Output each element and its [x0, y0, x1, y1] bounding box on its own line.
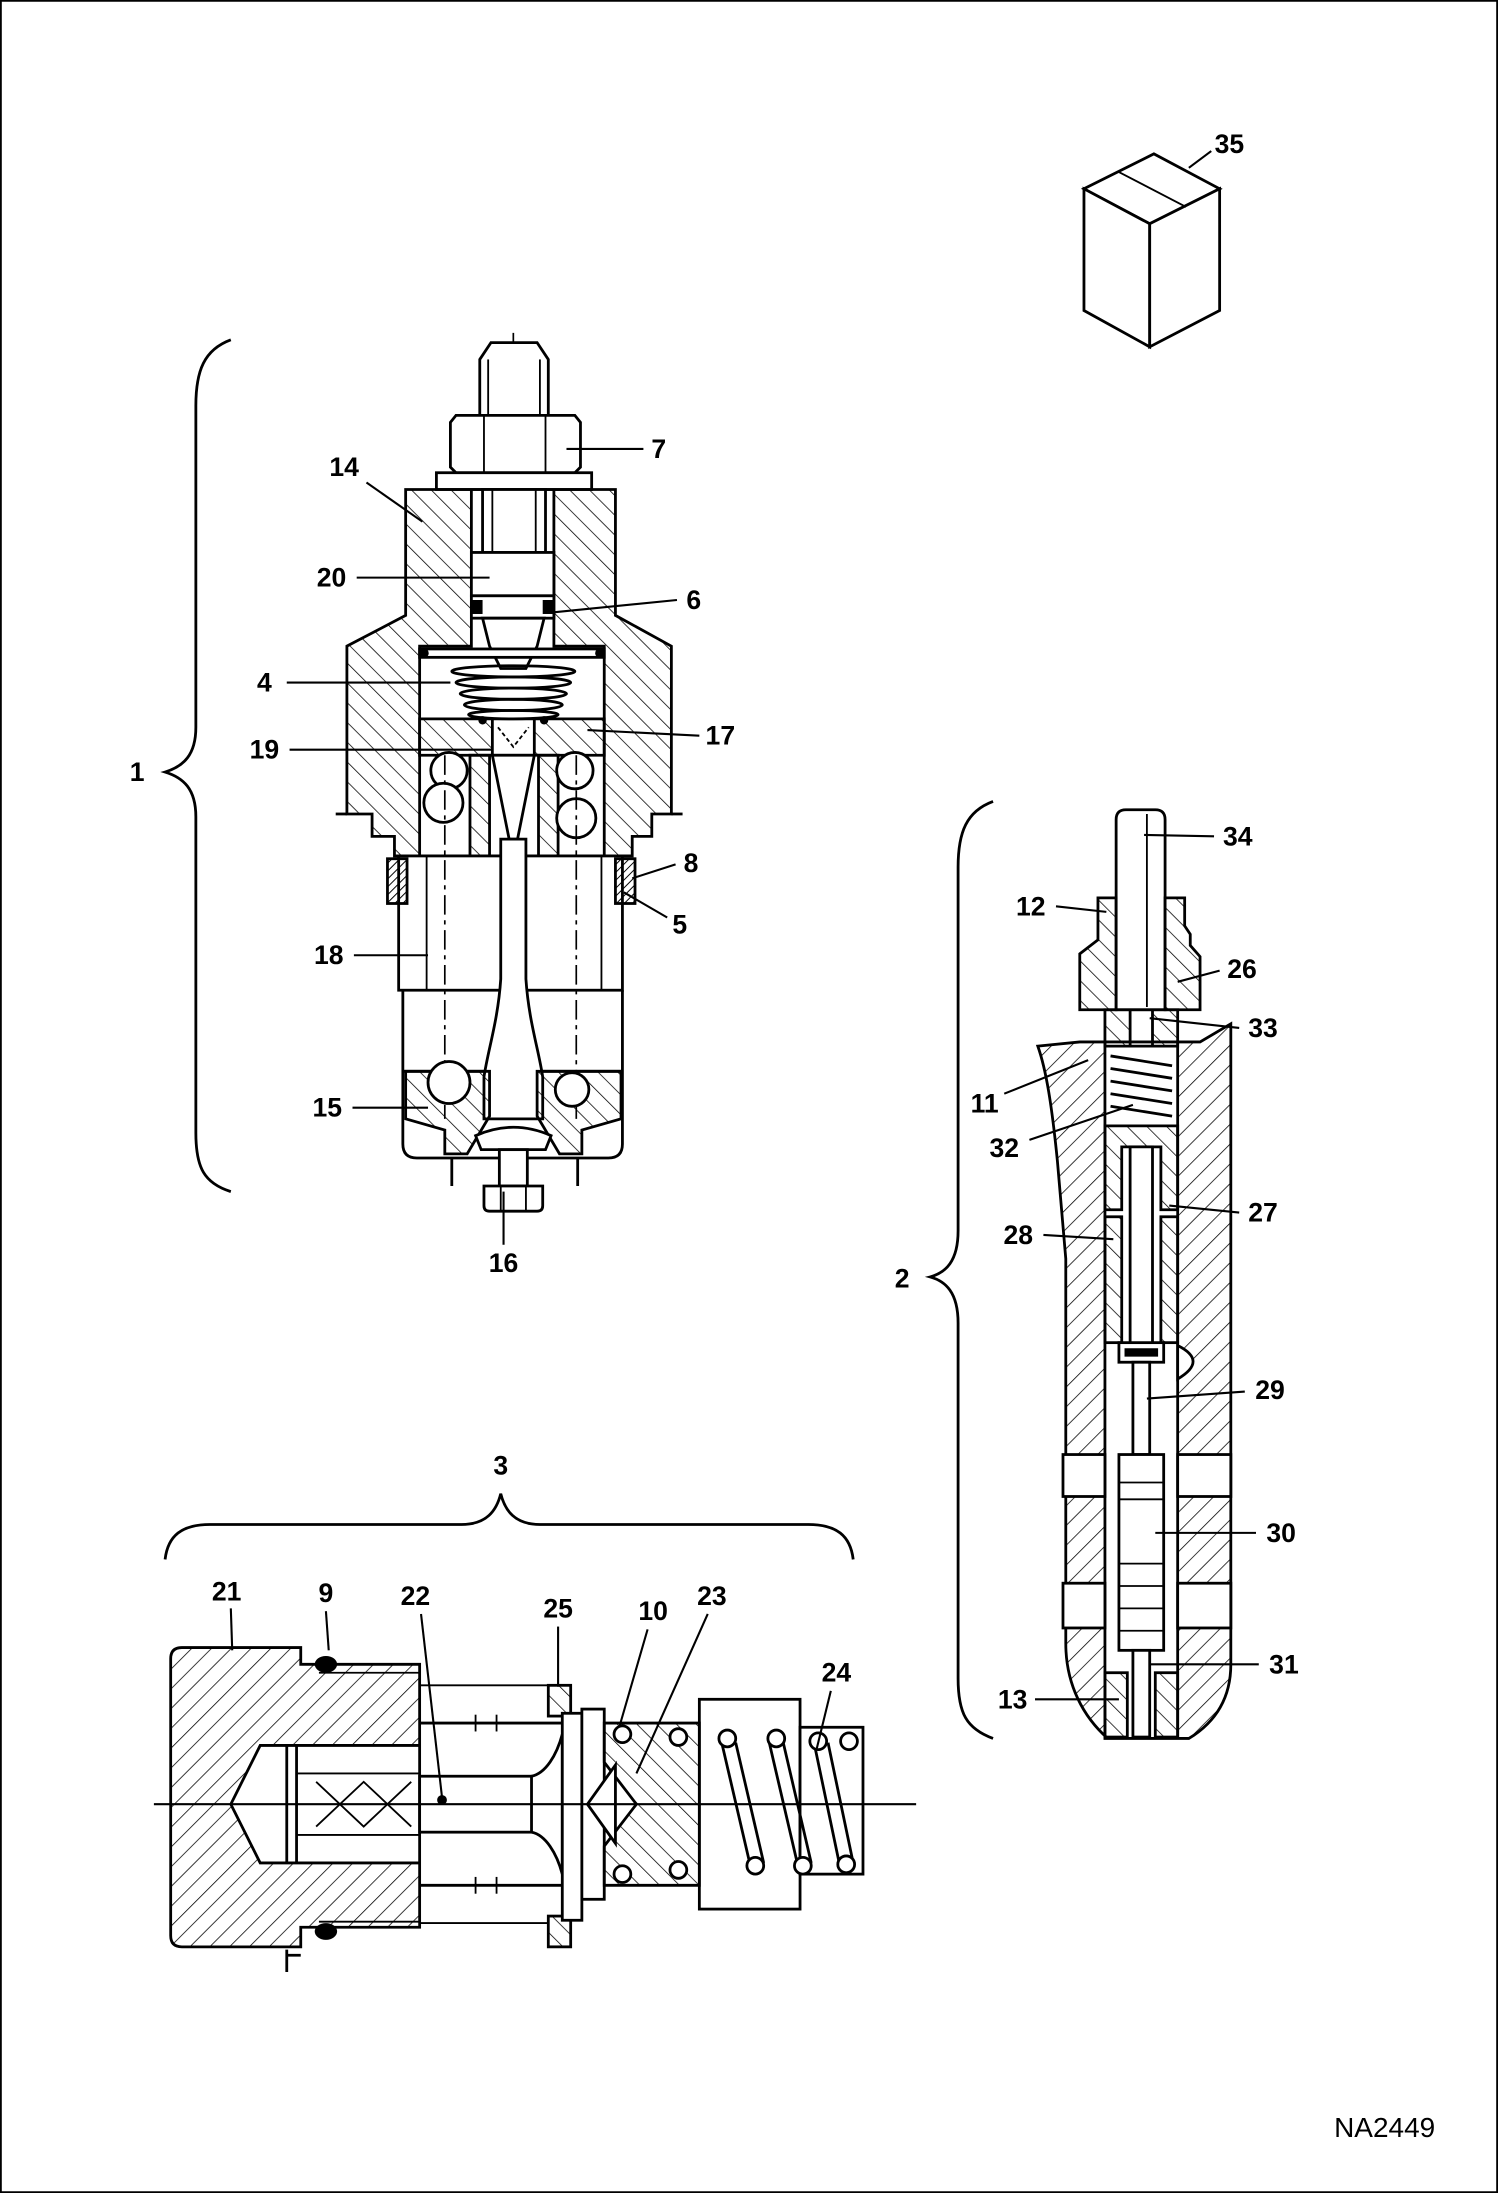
callout-16: 16 — [489, 1248, 519, 1278]
callout-18: 18 — [314, 940, 344, 970]
callout-25: 25 — [543, 1593, 573, 1623]
callout-27: 27 — [1248, 1198, 1278, 1228]
callout-7: 7 — [651, 434, 666, 464]
callout-13: 13 — [998, 1684, 1028, 1714]
callout-6: 6 — [686, 585, 701, 615]
brace-1 — [160, 338, 232, 1193]
part-31-stem — [1131, 1648, 1152, 1739]
part-8-o-ring — [614, 857, 637, 905]
part-13-o-ring — [1103, 1671, 1129, 1739]
callout-31: 31 — [1269, 1649, 1299, 1679]
washer — [435, 471, 594, 491]
part-24-spring — [612, 1724, 859, 1884]
callout-12: 12 — [1016, 891, 1046, 921]
callout-10: 10 — [638, 1596, 668, 1626]
callout-5: 5 — [672, 909, 687, 939]
callout-29: 29 — [1255, 1375, 1285, 1405]
leader-35 — [1188, 150, 1212, 169]
callout-8: 8 — [684, 848, 699, 878]
brace-2 — [924, 800, 994, 1740]
callout-17: 17 — [706, 721, 736, 751]
check-valve-assembly-3 — [153, 1493, 917, 1973]
callout-23: 23 — [697, 1581, 727, 1611]
callout-11: 11 — [971, 1088, 999, 1118]
poppet-head — [473, 1125, 553, 1152]
assembly-label-2: 2 — [895, 1263, 910, 1293]
brace-3 — [163, 1493, 855, 1560]
relief-valve-assembly-1 — [160, 332, 683, 1213]
callout-19: 19 — [250, 735, 280, 765]
part-26-cap — [1078, 896, 1118, 1012]
callout-34: 34 — [1223, 821, 1253, 851]
assembly-label-1: 1 — [130, 757, 145, 787]
leaders-assembly-1 — [286, 447, 700, 1245]
callout-24: 24 — [822, 1658, 852, 1688]
part-9-o-ring — [314, 1655, 338, 1673]
part-35-kit-box — [1080, 152, 1223, 350]
part-22-orifice — [437, 1795, 447, 1805]
part-7-lock-nut — [449, 413, 582, 475]
callout-28: 28 — [1003, 1220, 1033, 1250]
adjusting-stem — [478, 341, 550, 419]
part-30-spool — [1117, 1453, 1166, 1652]
part-16-nut — [482, 1184, 545, 1213]
callout-26: 26 — [1227, 954, 1257, 984]
part-6-o-ring-seat — [469, 594, 556, 620]
part-34-pin — [1114, 808, 1167, 1012]
callout-33: 33 — [1248, 1013, 1278, 1043]
leaders-assembly-3 — [229, 1608, 832, 1798]
assembly-label-3: 3 — [493, 1451, 508, 1481]
callout-32: 32 — [989, 1133, 1019, 1163]
callout-22: 22 — [401, 1581, 431, 1611]
leaders-assembly-2 — [1003, 833, 1259, 1701]
part-25-retainer-plate — [546, 1683, 573, 1718]
callout-9: 9 — [319, 1578, 334, 1608]
end-cap — [798, 1725, 865, 1876]
figure-code: NA2449 — [1334, 2112, 1435, 2143]
part-28-stem — [1128, 1145, 1154, 1347]
callout-30: 30 — [1266, 1518, 1296, 1548]
callout-15: 15 — [313, 1093, 343, 1123]
part-5-back-up-ring — [386, 857, 409, 905]
callout-4: 4 — [257, 668, 272, 698]
callout-14: 14 — [329, 452, 359, 482]
cartridge-assembly-2 — [924, 800, 1233, 1740]
part-27-guide — [1103, 1124, 1180, 1212]
callout-20: 20 — [317, 563, 347, 593]
part-20-seat — [469, 551, 556, 598]
callout-35: 35 — [1215, 129, 1245, 159]
callout-21: 21 — [212, 1577, 242, 1607]
